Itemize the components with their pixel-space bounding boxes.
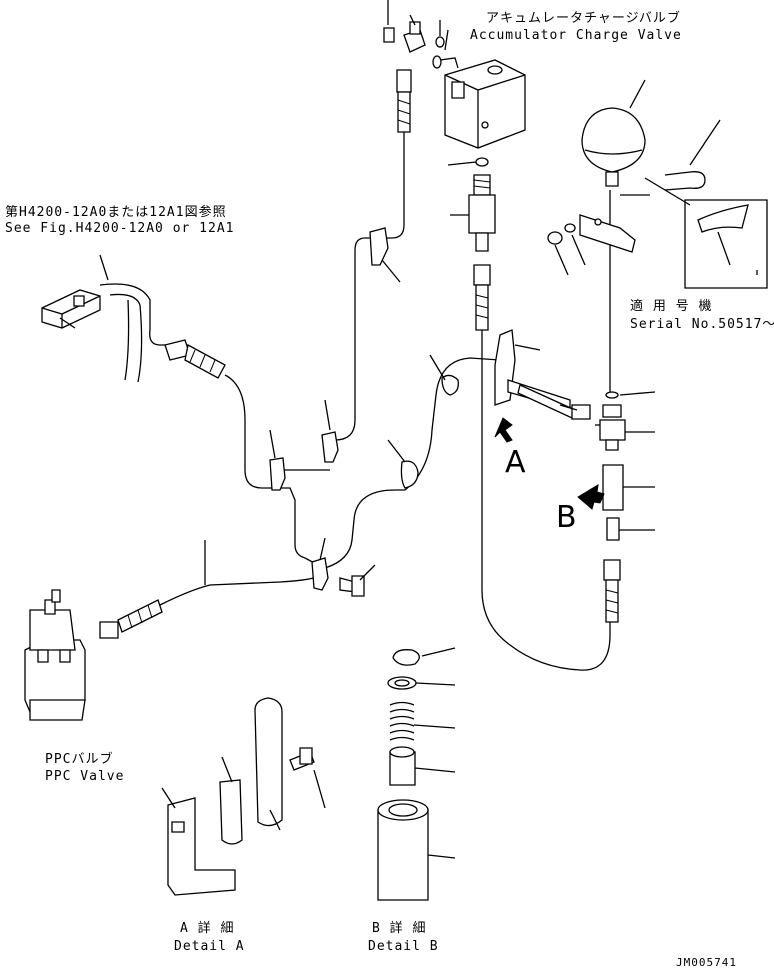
detail-a-label-en: Detail A bbox=[174, 939, 245, 954]
left-valve-assembly bbox=[42, 255, 225, 378]
bolt-lower bbox=[340, 565, 375, 596]
serial-label-jp: 適 用 号 機 bbox=[630, 299, 713, 314]
accumulator-bracket bbox=[548, 195, 650, 275]
clamp-center bbox=[430, 355, 458, 395]
see-fig-label-en: See Fig.H4200-12A0 or 12A1 bbox=[5, 221, 235, 236]
detail-a-parts bbox=[162, 698, 325, 895]
view-arrow-a bbox=[495, 418, 512, 442]
hose-fitting-middle bbox=[474, 265, 490, 330]
accumulator-label-en: Accumulator Charge Valve bbox=[470, 28, 682, 43]
accumulator-label-jp: アキュムレータチャージバルブ bbox=[486, 11, 681, 26]
o-ring bbox=[448, 158, 488, 166]
ppc-valve bbox=[25, 540, 205, 720]
see-fig-label-jp: 第H4200-12A0または12A1図参照 bbox=[5, 205, 227, 220]
accumulator-charge-valve bbox=[440, 58, 525, 148]
u-bolt bbox=[665, 120, 720, 190]
ppc-label-jp: PPCバルブ bbox=[45, 752, 114, 767]
ppc-label-en: PPC Valve bbox=[45, 769, 125, 784]
detail-b-label-jp: B 詳 細 bbox=[372, 921, 427, 936]
right-column-parts bbox=[595, 392, 655, 622]
arrow-b-label: B bbox=[556, 500, 577, 535]
hose-lines bbox=[100, 120, 610, 670]
adapter-fitting bbox=[450, 175, 495, 251]
detail-b-label-en: Detail B bbox=[368, 939, 439, 954]
drawing-number: JM005741 bbox=[676, 956, 737, 969]
bracket-a bbox=[495, 330, 590, 419]
view-arrow-b bbox=[578, 485, 604, 509]
serial-inset-box bbox=[645, 178, 767, 288]
detail-b-parts bbox=[378, 648, 455, 900]
arrow-a-label: A bbox=[505, 445, 526, 480]
detail-a-label-jp: A 詳 細 bbox=[180, 921, 235, 936]
accumulator-sphere bbox=[582, 80, 645, 186]
serial-label-en: Serial No.50517～ bbox=[630, 317, 774, 332]
top-fittings bbox=[384, 0, 448, 132]
hose-clamps bbox=[270, 228, 418, 590]
